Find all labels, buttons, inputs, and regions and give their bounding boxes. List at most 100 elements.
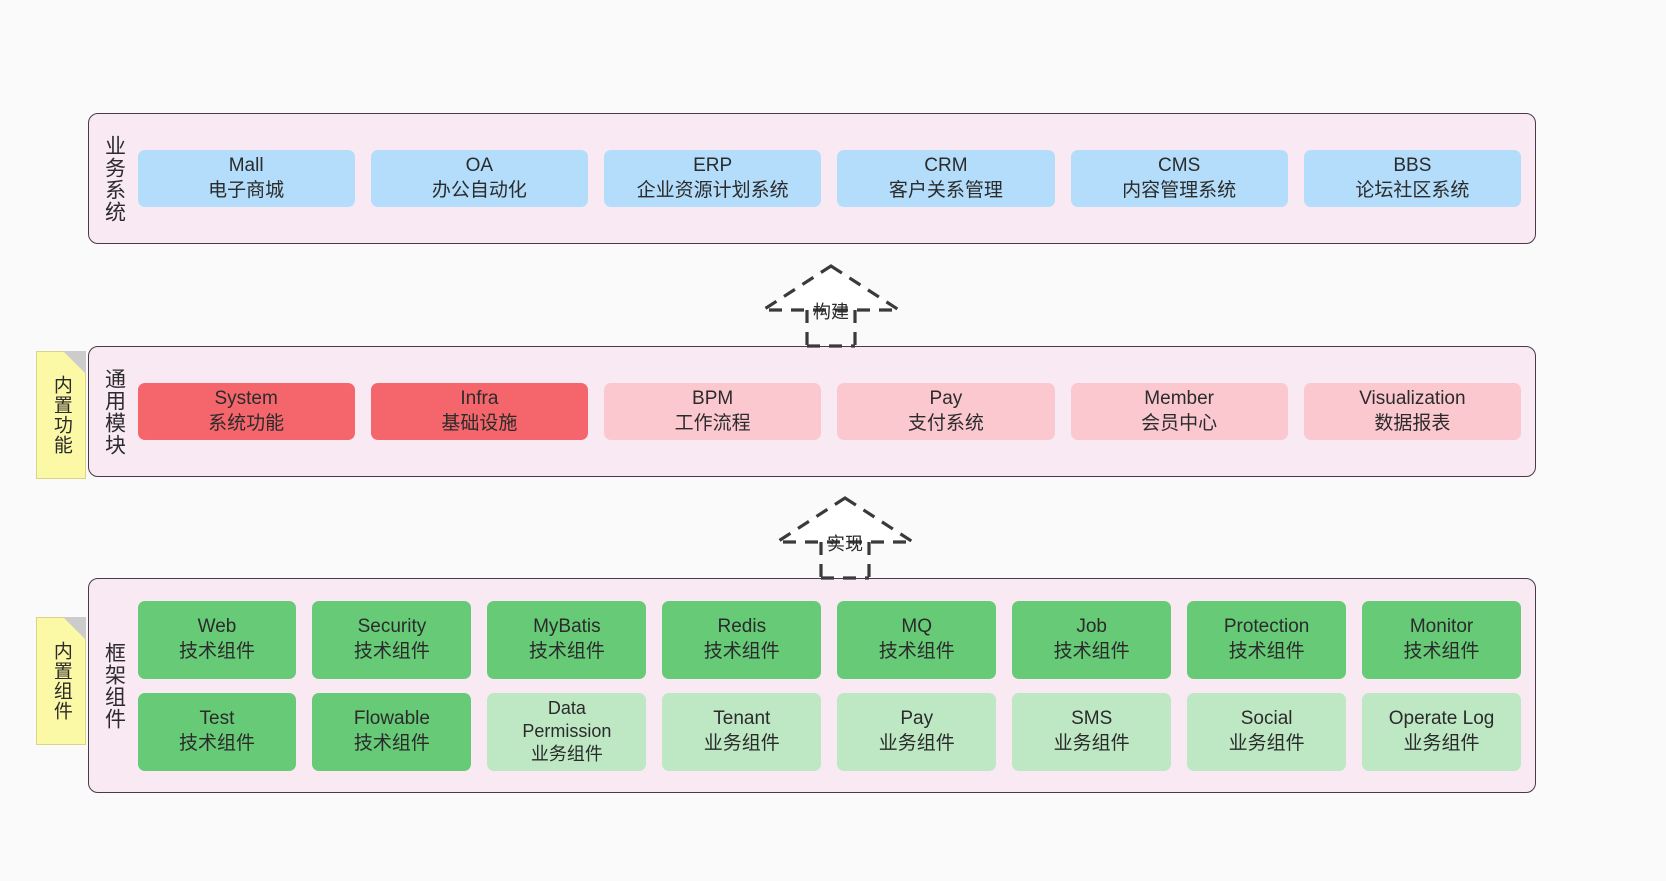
note-builtin-function-text: 内置功能 — [50, 375, 72, 455]
card-job[interactable]: Job 技术组件 — [1012, 600, 1172, 679]
card-title: ERP — [693, 155, 733, 177]
card-desc: 内容管理系统 — [1122, 179, 1237, 201]
note-fold-corner-icon — [63, 617, 86, 640]
card-desc: 技术组件 — [703, 640, 780, 662]
card-desc: 企业资源计划系统 — [636, 179, 789, 201]
realization-arrow-icon — [771, 496, 919, 580]
layer-framework-component[interactable]: 框架组件 Web 技术组件 Security 技术组件 MyBatis 技术组件… — [88, 578, 1536, 793]
card-title: Test — [199, 708, 235, 730]
card-title: MQ — [901, 616, 933, 638]
card-desc: 业务组件 — [878, 732, 955, 754]
note-builtin-component-text: 内置组件 — [50, 641, 72, 721]
card-desc: 会员中心 — [1141, 412, 1218, 434]
card-desc: 技术组件 — [1053, 640, 1130, 662]
card-mybatis[interactable]: MyBatis 技术组件 — [487, 600, 647, 679]
card-title: OA — [465, 155, 494, 177]
card-desc: 技术组件 — [178, 732, 255, 754]
card-desc: 工作流程 — [674, 412, 751, 434]
layer-title-common-module: 通用模块 — [102, 367, 126, 456]
connector-build: 构建 — [757, 262, 905, 348]
card-desc: 业务组件 — [1053, 732, 1130, 754]
connector-implement-label: 实现 — [827, 534, 863, 554]
card-web[interactable]: Web 技术组件 — [137, 600, 297, 679]
note-fold-corner-icon — [63, 351, 86, 374]
card-title: Protection — [1223, 616, 1310, 638]
card-test[interactable]: Test 技术组件 — [137, 692, 297, 771]
card-data-permission[interactable]: Data Permission 业务组件 — [487, 692, 647, 771]
realization-arrow-icon — [757, 264, 905, 348]
card-title: Flowable — [353, 708, 430, 730]
card-desc: 电子商城 — [208, 179, 285, 201]
card-desc: 论坛社区系统 — [1355, 179, 1470, 201]
layer-title-business-system: 业务系统 — [102, 134, 126, 223]
layer-body-framework-component: Web 技术组件 Security 技术组件 MyBatis 技术组件 Redi… — [134, 579, 1535, 792]
card-desc: 系统功能 — [208, 412, 285, 434]
card-title: Web — [197, 616, 237, 638]
card-title: Pay — [929, 388, 963, 410]
card-title: MyBatis — [533, 616, 601, 638]
card-title: Monitor — [1409, 616, 1474, 638]
card-desc: 技术组件 — [178, 640, 255, 662]
card-desc: 业务组件 — [530, 744, 603, 765]
card-desc: 技术组件 — [878, 640, 955, 662]
card-social[interactable]: Social 业务组件 — [1187, 692, 1347, 771]
card-bpm[interactable]: BPM 工作流程 — [604, 383, 822, 440]
note-builtin-component[interactable]: 内置组件 — [36, 617, 86, 745]
layer-body-common-module: System 系统功能 Infra 基础设施 BPM 工作流程 Pay 支付系统… — [134, 347, 1535, 476]
card-row: Web 技术组件 Security 技术组件 MyBatis 技术组件 Redi… — [137, 600, 1522, 679]
layer-business-system[interactable]: 业务系统 Mall 电子商城 OA 办公自动化 ERP 企业资源计划系统 CRM… — [88, 113, 1536, 244]
card-title: SMS — [1071, 708, 1113, 730]
card-desc: 技术组件 — [1228, 640, 1305, 662]
card-row: Test 技术组件 Flowable 技术组件 Data Permission … — [137, 692, 1522, 771]
card-oa[interactable]: OA 办公自动化 — [370, 150, 589, 207]
card-title: BPM — [692, 388, 734, 410]
card-system[interactable]: System 系统功能 — [137, 383, 355, 440]
card-cms[interactable]: CMS 内容管理系统 — [1070, 150, 1288, 207]
card-title: Mall — [228, 155, 264, 177]
card-title: Redis — [717, 616, 767, 638]
card-bbs[interactable]: BBS 论坛社区系统 — [1303, 150, 1522, 207]
card-title: BBS — [1393, 155, 1432, 177]
card-erp[interactable]: ERP 企业资源计划系统 — [604, 150, 822, 207]
card-title: Data Permission — [522, 697, 612, 741]
card-member[interactable]: Member 会员中心 — [1070, 383, 1288, 440]
card-desc: 支付系统 — [907, 412, 984, 434]
card-mq[interactable]: MQ 技术组件 — [837, 600, 997, 679]
card-visualization[interactable]: Visualization 数据报表 — [1303, 383, 1522, 440]
card-title: System — [214, 388, 278, 410]
card-desc: 数据报表 — [1374, 412, 1451, 434]
card-title: Pay — [900, 708, 934, 730]
card-pay-module[interactable]: Pay 支付系统 — [837, 383, 1055, 440]
card-operate-log[interactable]: Operate Log 业务组件 — [1362, 692, 1522, 771]
connector-implement: 实现 — [771, 494, 919, 580]
card-crm[interactable]: CRM 客户关系管理 — [837, 150, 1055, 207]
layer-common-module[interactable]: 通用模块 System 系统功能 Infra 基础设施 BPM 工作流程 Pay… — [88, 346, 1536, 477]
card-title: Visualization — [1359, 388, 1466, 410]
card-sms[interactable]: SMS 业务组件 — [1012, 692, 1172, 771]
card-row: System 系统功能 Infra 基础设施 BPM 工作流程 Pay 支付系统… — [137, 383, 1522, 440]
card-title: CMS — [1158, 155, 1201, 177]
card-desc: 业务组件 — [1403, 732, 1480, 754]
card-infra[interactable]: Infra 基础设施 — [370, 383, 589, 440]
card-redis[interactable]: Redis 技术组件 — [662, 600, 822, 679]
card-row: Mall 电子商城 OA 办公自动化 ERP 企业资源计划系统 CRM 客户关系… — [137, 150, 1522, 207]
note-builtin-function[interactable]: 内置功能 — [36, 351, 86, 479]
card-monitor[interactable]: Monitor 技术组件 — [1362, 600, 1522, 679]
card-title: Infra — [460, 388, 499, 410]
card-desc: 客户关系管理 — [888, 179, 1003, 201]
card-mall[interactable]: Mall 电子商城 — [137, 150, 355, 207]
card-title: Social — [1240, 708, 1293, 730]
card-title: Member — [1144, 388, 1214, 410]
card-desc: 技术组件 — [353, 732, 430, 754]
card-desc: 技术组件 — [528, 640, 605, 662]
card-pay-component[interactable]: Pay 业务组件 — [837, 692, 997, 771]
card-title: Job — [1076, 616, 1107, 638]
card-protection[interactable]: Protection 技术组件 — [1187, 600, 1347, 679]
card-desc: 技术组件 — [1403, 640, 1480, 662]
card-flowable[interactable]: Flowable 技术组件 — [312, 692, 472, 771]
card-tenant[interactable]: Tenant 业务组件 — [662, 692, 822, 771]
card-title: Tenant — [713, 708, 771, 730]
card-desc: 技术组件 — [353, 640, 430, 662]
card-desc: 基础设施 — [441, 412, 518, 434]
card-security[interactable]: Security 技术组件 — [312, 600, 472, 679]
